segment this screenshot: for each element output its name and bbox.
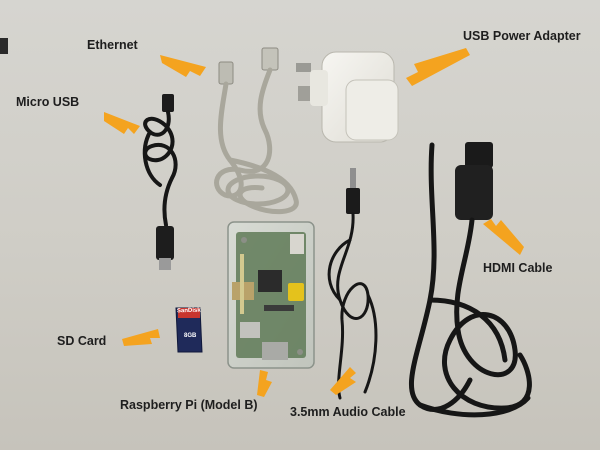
label-raspberry-pi: Raspberry Pi (Model B)	[120, 398, 258, 412]
label-ethernet: Ethernet	[87, 38, 138, 52]
arrow-usb-power-adapter	[406, 48, 470, 86]
label-micro-usb: Micro USB	[16, 95, 80, 109]
micro-usb-cable	[142, 94, 178, 270]
arrow-hdmi-cable	[483, 219, 524, 255]
hdmi-cable	[409, 142, 532, 418]
label-usb-power-adapter: USB Power Adapter	[463, 29, 581, 43]
arrow-audio-cable	[330, 367, 356, 395]
arrow-sd-card	[122, 329, 160, 346]
arrow-micro-usb	[104, 112, 140, 134]
sd-card-brand: SanDisk	[176, 307, 201, 315]
arrow-raspberry-pi	[257, 370, 272, 397]
usb-power-adapter	[296, 51, 399, 143]
ethernet-cable	[214, 47, 299, 215]
raspberry-pi-board	[227, 221, 315, 369]
sd-card	[175, 307, 203, 353]
audio-cable	[327, 168, 378, 400]
label-audio-cable: 3.5mm Audio Cable	[290, 405, 406, 419]
arrow-ethernet	[160, 55, 206, 77]
sd-card-capacity: 8GB	[184, 333, 197, 339]
arrows	[104, 48, 524, 397]
corner-object-top-left	[0, 38, 8, 54]
label-sd-card: SD Card	[57, 334, 107, 348]
label-hdmi-cable: HDMI Cable	[483, 261, 553, 275]
